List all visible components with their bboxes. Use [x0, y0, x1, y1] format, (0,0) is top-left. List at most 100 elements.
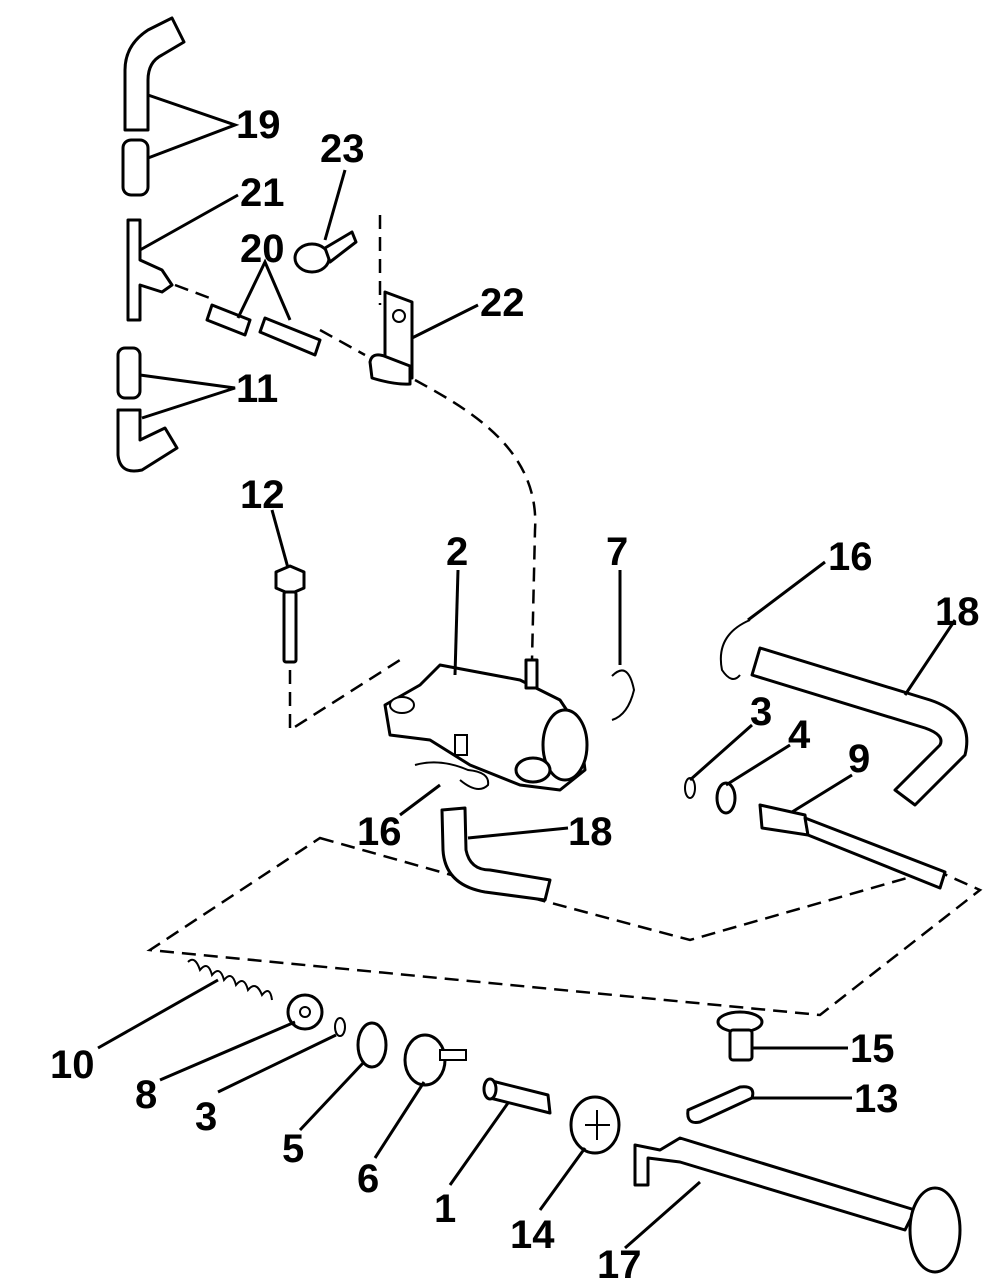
leader-16-upper	[747, 560, 826, 622]
part-9-shaft	[758, 803, 947, 890]
callout-12: 12	[240, 473, 285, 517]
callout-10: 10	[50, 1043, 95, 1087]
leader-6	[373, 1081, 426, 1159]
callout-16-upper: 16	[828, 535, 873, 579]
leader-10	[97, 978, 219, 1050]
hose-18-lower	[440, 806, 552, 902]
part-16-clips	[414, 619, 751, 790]
pin-1	[486, 1078, 552, 1115]
part-6-cam	[403, 1033, 467, 1087]
assembly-dashed-lines	[146, 215, 983, 1017]
part-17-lever	[633, 1136, 962, 1274]
part-2-housing	[383, 658, 589, 792]
part-10-spring	[187, 958, 273, 1001]
straight-hose-19	[121, 138, 150, 197]
part-12-bolt	[274, 564, 306, 664]
leader-2	[453, 569, 460, 676]
callout-18-right: 18	[935, 590, 980, 634]
part-21-t-fitting	[126, 218, 174, 322]
part-11-hoses	[116, 346, 179, 473]
leader-3-lower	[217, 1033, 337, 1094]
clip-16-upper	[719, 619, 751, 680]
leader-11	[139, 373, 236, 420]
lever-17	[633, 1136, 917, 1232]
callout-13: 13	[854, 1077, 899, 1121]
spring-10	[187, 958, 273, 1001]
callout-11: 11	[236, 367, 278, 411]
leader-1	[448, 1102, 510, 1186]
callout-17: 17	[597, 1243, 642, 1284]
leader-17	[624, 1180, 701, 1250]
callout-5: 5	[282, 1127, 304, 1171]
part-18-hoses	[440, 646, 969, 902]
leader-18-right	[903, 619, 957, 696]
hose-route-dashed-line	[174, 283, 537, 661]
housing-nipple-2	[524, 658, 539, 690]
callout-18-lower: 18	[568, 810, 613, 854]
housing-stud-2	[454, 734, 468, 756]
o-ring-3-lower	[334, 1017, 346, 1037]
callout-21: 21	[240, 171, 285, 215]
callout-23: 23	[320, 127, 365, 171]
callout-15: 15	[850, 1027, 895, 1071]
short-hose-20b	[258, 316, 322, 357]
lever-17-paddle	[908, 1186, 962, 1274]
callout-3-upper: 3	[750, 690, 772, 734]
housing-foot-2	[514, 756, 552, 784]
callout-16-lower: 16	[357, 810, 402, 854]
short-hose-20a	[205, 303, 252, 337]
part-13-tab	[686, 1085, 755, 1124]
elbow-hose-19	[123, 16, 186, 132]
part-15-screw	[716, 1010, 764, 1062]
straight-hose-11	[116, 346, 142, 400]
screw-thread-23	[323, 230, 358, 264]
leader-12	[270, 509, 290, 569]
clip-16-lower	[414, 761, 490, 790]
hose-18-right	[750, 646, 969, 807]
part-14-knob	[569, 1095, 621, 1155]
callout-8: 8	[135, 1073, 157, 1117]
t-fitting-21	[126, 218, 174, 322]
housing-ear-2	[389, 696, 415, 714]
shaft-rod-9	[803, 816, 947, 890]
callout-22: 22	[480, 281, 525, 325]
bolt-head-12	[274, 564, 306, 596]
housing-bore-2	[541, 708, 589, 782]
spring-clip-7	[611, 669, 636, 721]
callout-7: 7	[606, 530, 628, 574]
washer-8-hole	[299, 1006, 311, 1018]
leader-22	[411, 303, 479, 340]
callout-6: 6	[357, 1157, 379, 1201]
clamp-hole-22	[392, 309, 406, 323]
elbow-hose-11	[116, 408, 179, 473]
part-3-o-ring-lower	[334, 1017, 346, 1037]
pin-1-end	[482, 1077, 498, 1101]
callout-9: 9	[848, 737, 870, 781]
part-19-hoses	[121, 16, 186, 197]
ring-5	[356, 1021, 388, 1069]
callout-1: 1	[434, 1187, 456, 1231]
shaft-collar-9	[758, 803, 810, 837]
leader-18-lower	[467, 826, 569, 840]
linkage-dashed-line	[146, 836, 983, 1017]
callout-3-lower: 3	[195, 1095, 217, 1139]
part-7-clip	[611, 669, 636, 721]
callout-20: 20	[240, 227, 285, 271]
leader-4	[725, 743, 791, 787]
leader-8	[159, 1020, 296, 1082]
part-20-hoses	[205, 303, 322, 357]
leader-19	[147, 93, 240, 160]
bolt-shank-12	[282, 590, 298, 664]
part-23-screw	[293, 230, 358, 274]
screw-15-thread	[728, 1028, 754, 1062]
callout-19: 19	[236, 103, 281, 147]
leader-23	[323, 169, 347, 241]
callout-4: 4	[788, 713, 811, 757]
knob-14-cross	[585, 1110, 610, 1140]
part-1-pin	[482, 1077, 552, 1115]
leader-16-lower	[399, 783, 441, 817]
clamp-loop-22	[368, 353, 412, 386]
callout-labels: 19 23 21 20 22 11 12 2 7 16 18 3 4 9 16 …	[50, 103, 980, 1284]
